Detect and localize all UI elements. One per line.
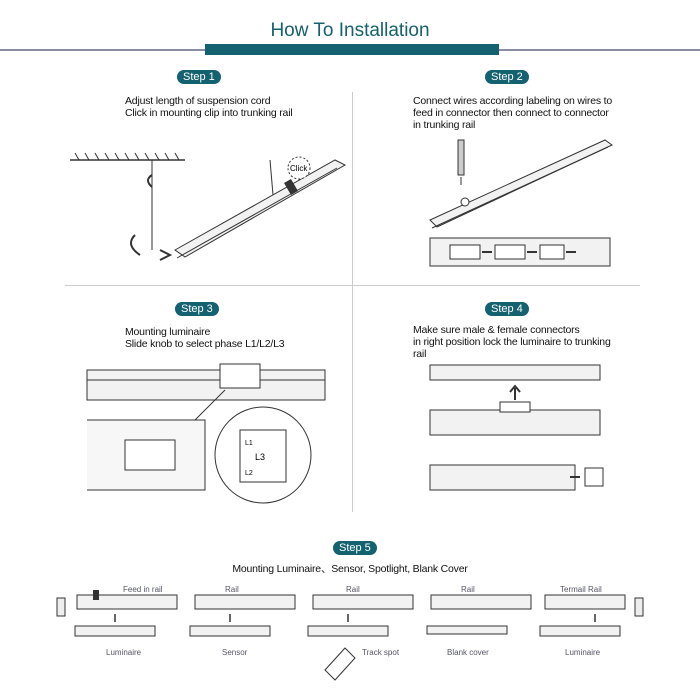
module-track-spot [307,625,389,637]
rail-label-1: Feed in rail [123,585,163,594]
step-1-badge: Step 1 [177,70,221,84]
step-2-instructions: Connect wires according labeling on wire… [413,95,612,131]
step-3-badge: Step 3 [175,302,219,316]
module-label-1: Luminaire [106,648,142,657]
rail-segment-3 [312,594,414,610]
end-cap [56,597,66,617]
rail-segment-4 [430,594,532,610]
step-3-line-1: Mounting luminaire [125,326,211,338]
rail-segment-5 [544,594,626,610]
step-4-line-1: Make sure male & female connectors [413,324,580,336]
rail-label-3: Rail [346,585,360,594]
grid-horizontal-divider [65,285,640,286]
step-1-line-1: Adjust length of suspension cord [125,95,271,107]
step-3-line-2: Slide knob to select phase L1/L2/L3 [125,338,285,350]
module-sensor [189,625,271,637]
rail-label-5: Termail Rail [560,585,602,594]
step-5-illustration [56,590,644,681]
step-2-illustration [429,139,613,267]
header-accent-bar [205,44,499,55]
step-4-illustration [429,364,604,491]
step-1-illustration: Click [70,152,347,261]
step-2-line-3: in trunking rail [413,119,476,131]
step-4-instructions: Make sure male & female connectors in ri… [413,324,611,360]
module-luminaire-1 [74,625,156,637]
step-3-instructions: Mounting luminaire Slide knob to select … [125,326,285,350]
module-label-2: Sensor [222,648,248,657]
step-2-line-1: Connect wires according labeling on wire… [413,95,612,107]
rail-label-4: Rail [461,585,475,594]
page-title: How To Installation [270,20,430,41]
step-2-badge: Step 2 [485,70,529,84]
module-luminaire-2 [539,625,621,637]
step-5-subtitle: Mounting Luminaire、Sensor, Spotlight, Bl… [232,563,468,575]
module-label-5: Luminaire [565,648,601,657]
step-4-badge: Step 4 [485,302,529,316]
step-2-line-2: feed in connector then connect to connec… [413,107,609,119]
grid-vertical-divider [352,92,353,512]
phase-label-l3: L3 [255,452,265,462]
rail-segment-2 [194,594,296,610]
phase-label-l1: L1 [245,440,253,447]
step-1-line-2: Click in mounting clip into trunking rai… [125,107,293,119]
step-4-line-2: in right position lock the luminaire to … [413,336,611,348]
module-blank-cover [426,625,508,635]
rail-segment-1 [76,590,178,610]
step-1-instructions: Adjust length of suspension cord Click i… [125,95,293,119]
module-label-3: Track spot [362,648,400,657]
step-4-line-3: rail [413,348,427,360]
step-3-illustration: L3 L1 L2 [86,363,326,504]
click-callout: Click [290,164,308,173]
phase-label-l2: L2 [245,470,253,477]
module-label-4: Blank cover [447,648,489,657]
rail-label-2: Rail [225,585,239,594]
step-5-badge: Step 5 [333,541,377,555]
